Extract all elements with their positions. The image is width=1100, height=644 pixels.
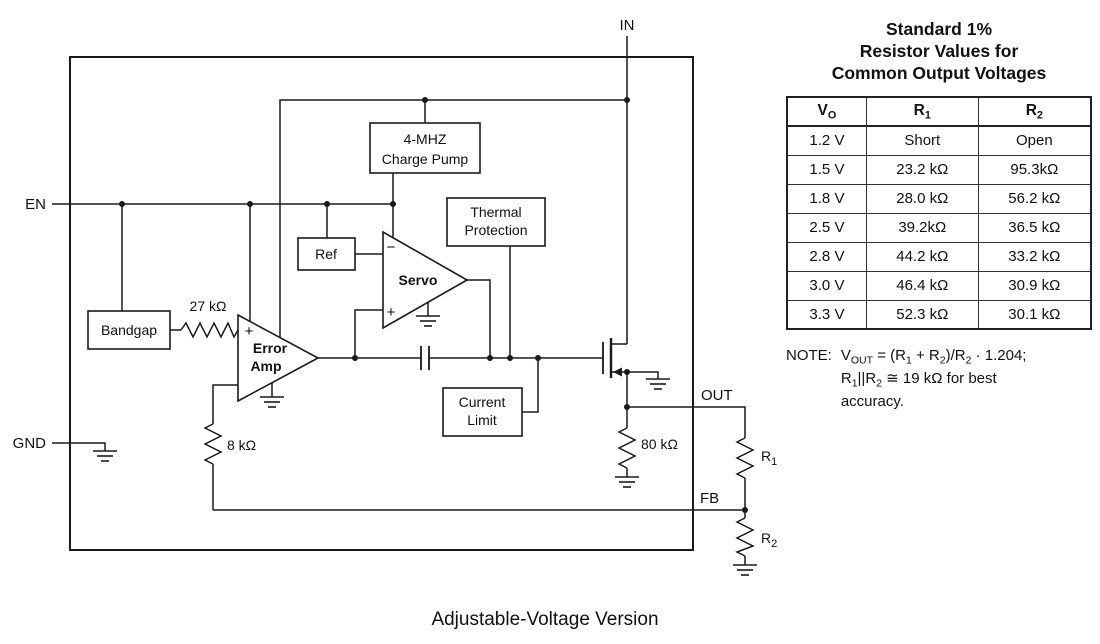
table-row: 2.5 V 39.2kΩ 36.5 kΩ <box>786 212 1092 243</box>
mosfet-arrow <box>613 367 622 377</box>
cell-r2: 95.3kΩ <box>977 154 1092 185</box>
resistor-27k-label: 27 kΩ <box>190 298 227 314</box>
cell-vo: 1.2 V <box>786 125 867 156</box>
ground-symbol <box>259 396 285 408</box>
cell-vo: 3.0 V <box>786 270 867 301</box>
error-amp-label: Error <box>253 340 288 356</box>
chip-outline <box>69 56 694 551</box>
thermal-label: Protection <box>464 222 527 238</box>
cell-r1: 28.0 kΩ <box>865 183 979 214</box>
resistor-8k <box>203 423 223 465</box>
ground-symbol <box>614 476 640 488</box>
cell-vo: 2.5 V <box>786 212 867 243</box>
cell-r1: 39.2kΩ <box>865 212 979 243</box>
charge-pump-block: 4-MHZ Charge Pump <box>369 122 481 174</box>
resistor-80k <box>617 427 637 469</box>
table-title-line: Resistor Values for <box>859 41 1019 62</box>
thermal-protection-block: Thermal Protection <box>446 197 546 247</box>
cell-vo: 1.8 V <box>786 183 867 214</box>
resistor-r2-label: R2 <box>761 530 777 550</box>
cell-r1: 52.3 kΩ <box>865 299 979 330</box>
error-amp-plus-sign: + <box>245 323 254 340</box>
resistor-r2 <box>735 517 755 557</box>
table-row: 1.2 V Short Open <box>786 125 1092 156</box>
note-line-1: VOUT = (R1 + R2)/R2 · 1.204; <box>840 347 1027 367</box>
header-r2: R2 <box>977 96 1092 128</box>
bandgap-block: Bandgap <box>87 310 171 350</box>
cell-r2: 56.2 kΩ <box>977 183 1092 214</box>
cell-r2: 30.9 kΩ <box>977 270 1092 301</box>
note-label: NOTE: <box>786 347 832 365</box>
current-limit-label: Current <box>459 394 506 410</box>
table-row: 1.5 V 23.2 kΩ 95.3kΩ <box>786 154 1092 185</box>
header-vo: VO <box>786 96 867 128</box>
cell-r1: 23.2 kΩ <box>865 154 979 185</box>
resistor-table-panel: Standard 1% Resistor Values for Common O… <box>786 18 1092 412</box>
cell-vo: 2.8 V <box>786 241 867 272</box>
table-row: 3.0 V 46.4 kΩ 30.9 kΩ <box>786 270 1092 301</box>
thermal-label: Thermal <box>470 204 521 220</box>
capacitor <box>420 346 430 370</box>
pin-in-label: IN <box>620 17 635 34</box>
error-amp: + Error Amp <box>237 313 320 403</box>
charge-pump-label: 4-MHZ <box>404 131 447 147</box>
ref-label: Ref <box>315 246 337 262</box>
figure-caption: Adjustable-Voltage Version <box>431 609 658 630</box>
resistor-80k-label: 80 kΩ <box>641 436 678 452</box>
cell-r2: 33.2 kΩ <box>977 241 1092 272</box>
servo-plus-sign: + <box>387 304 396 321</box>
cell-vo: 3.3 V <box>786 299 867 330</box>
table-row: 3.3 V 52.3 kΩ 30.1 kΩ <box>786 299 1092 330</box>
table-header-row: VO R1 R2 <box>786 96 1092 128</box>
note-line-3: accuracy. <box>840 393 904 411</box>
cell-r1: 44.2 kΩ <box>865 241 979 272</box>
current-limit-block: Current Limit <box>442 387 523 437</box>
resistor-r1 <box>735 437 755 479</box>
current-limit-label: Limit <box>467 412 497 428</box>
error-amp-label: Amp <box>250 358 281 374</box>
header-r1: R1 <box>865 96 979 128</box>
servo-amp: − Servo + <box>382 230 469 330</box>
table-note: NOTE: VOUT = (R1 + R2)/R2 · 1.204; R1||R… <box>786 345 1092 412</box>
circuit-diagram: 4-MHZ Charge Pump Thermal Protection Ref… <box>13 17 778 630</box>
pin-out-label: OUT <box>701 387 733 404</box>
ref-block: Ref <box>297 237 356 271</box>
ground-symbol <box>645 378 671 390</box>
resistor-values-table: VO R1 R2 1.2 V Short Open 1.5 V 23.2 kΩ … <box>786 96 1092 331</box>
charge-pump-label: Charge Pump <box>382 151 469 167</box>
cell-r1: Short <box>865 125 979 156</box>
resistor-8k-label: 8 kΩ <box>227 437 256 453</box>
cell-r2: 36.5 kΩ <box>977 212 1092 243</box>
cell-r1: 46.4 kΩ <box>865 270 979 301</box>
ground-symbol <box>732 564 758 576</box>
table-row: 1.8 V 28.0 kΩ 56.2 kΩ <box>786 183 1092 214</box>
ground-symbol <box>415 315 441 327</box>
cell-r2: Open <box>977 125 1092 156</box>
resistor-27k <box>180 321 239 339</box>
pin-en-label: EN <box>25 196 46 213</box>
bandgap-label: Bandgap <box>101 322 157 338</box>
cell-r2: 30.1 kΩ <box>977 299 1092 330</box>
table-title-line: Common Output Voltages <box>831 63 1047 84</box>
servo-label: Servo <box>399 272 438 288</box>
table-row: 2.8 V 44.2 kΩ 33.2 kΩ <box>786 241 1092 272</box>
cell-vo: 1.5 V <box>786 154 867 185</box>
ground-symbol <box>92 450 118 462</box>
resistor-r1-label: R1 <box>761 448 777 468</box>
pin-fb-label: FB <box>700 490 719 507</box>
note-body: VOUT = (R1 + R2)/R2 · 1.204; R1||R2 ≅ 19… <box>841 345 1027 412</box>
note-line-2: R1||R2 ≅ 19 kΩ for best <box>840 370 997 390</box>
table-title-line: Standard 1% <box>886 19 992 39</box>
pin-gnd-label: GND <box>13 435 47 452</box>
servo-minus-sign: − <box>387 239 396 256</box>
junction-dots <box>119 97 748 513</box>
table-title: Standard 1% Resistor Values for Common O… <box>786 18 1092 84</box>
